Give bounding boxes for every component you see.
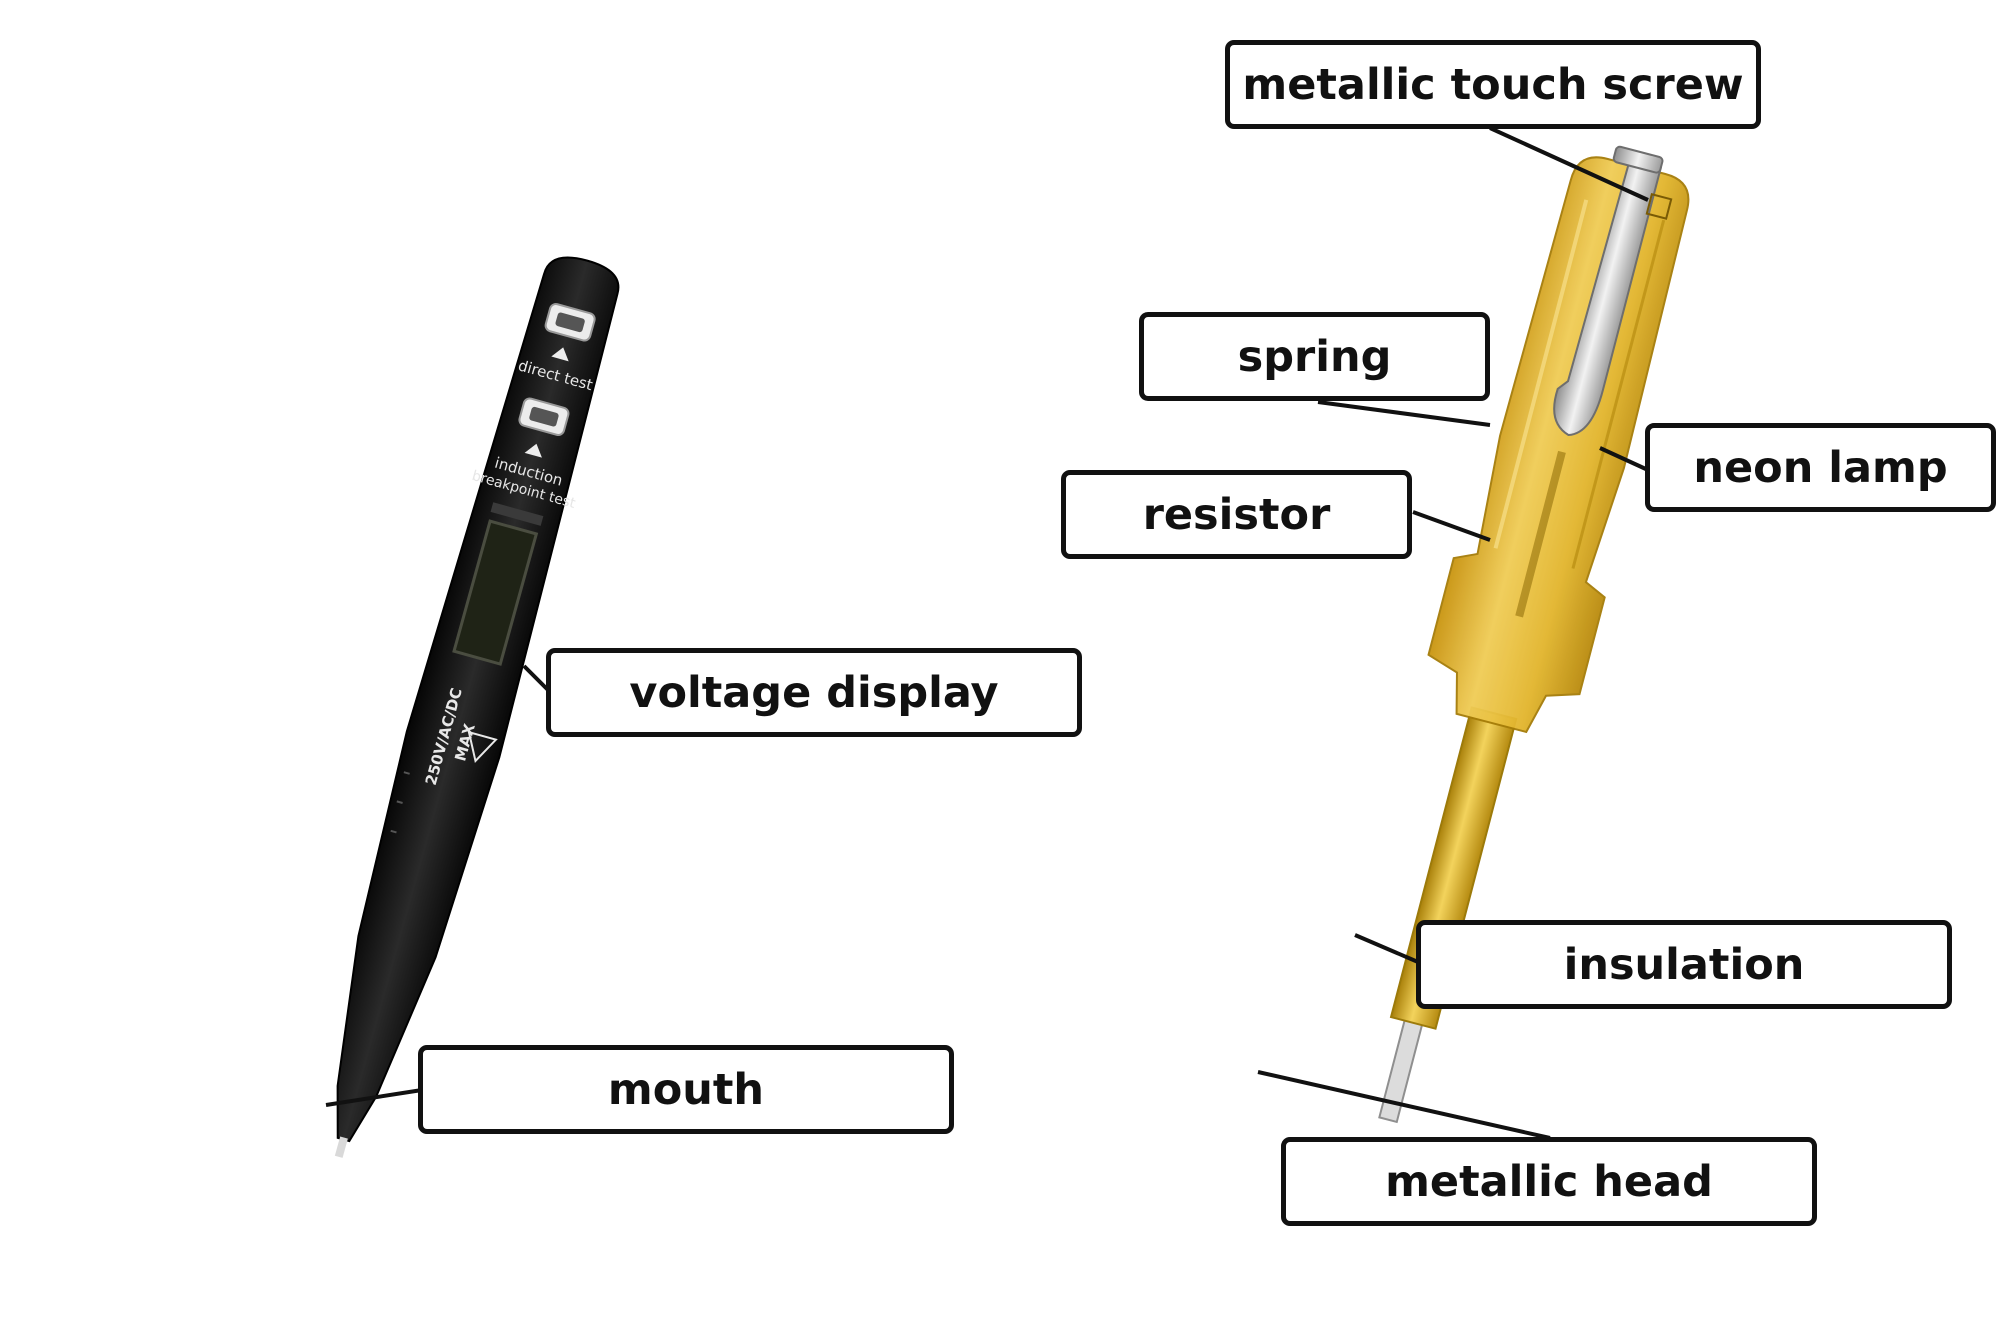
leader-resistor [1412, 510, 1491, 542]
digital-voltage-tester: direct test induction breakpoint test 25… [334, 256, 620, 1158]
label-metallic-touch-screw-text: metallic touch screw [1242, 59, 1744, 110]
label-insulation-text: insulation [1563, 939, 1805, 990]
label-insulation: insulation [1416, 920, 1952, 1009]
warning-triangle-icon [467, 730, 498, 763]
label-mouth: mouth [418, 1045, 954, 1134]
label-metallic-head-text: metallic head [1385, 1156, 1713, 1207]
direct-test-arrow [551, 347, 569, 362]
induction-test-arrow [524, 443, 542, 458]
label-resistor-text: resistor [1142, 489, 1331, 540]
label-resistor: resistor [1061, 470, 1412, 559]
resistor-core [1515, 450, 1566, 618]
leader-mouth [325, 1088, 423, 1107]
label-mouth-text: mouth [607, 1064, 765, 1115]
label-metallic-touch-screw: metallic touch screw [1225, 40, 1761, 129]
leader-neon-lamp [1599, 446, 1649, 472]
leader-metallic-head [1257, 1070, 1551, 1140]
label-spring-text: spring [1237, 331, 1392, 382]
leader-insulation [1354, 933, 1419, 964]
label-neon-lamp-text: neon lamp [1693, 442, 1948, 493]
leader-metallic-touch-screw [1489, 126, 1649, 202]
digital-tester-body [336, 256, 620, 1143]
label-voltage-display-text: voltage display [629, 667, 999, 718]
display-bezel [490, 502, 544, 526]
metallic-touch-screw-cap [1612, 145, 1664, 174]
brand-logo-icon [1645, 193, 1673, 220]
lcd-screen [452, 519, 539, 666]
label-metallic-head: metallic head [1281, 1137, 1817, 1226]
leader-voltage-display [522, 664, 550, 692]
pocket-clip [1553, 158, 1663, 437]
label-spring: spring [1139, 312, 1490, 401]
leader-spring [1317, 400, 1491, 427]
probe-tip [334, 1136, 348, 1158]
leader-lines [325, 126, 1649, 1140]
label-voltage-display: voltage display [546, 648, 1082, 737]
label-neon-lamp: neon lamp [1645, 423, 1996, 512]
